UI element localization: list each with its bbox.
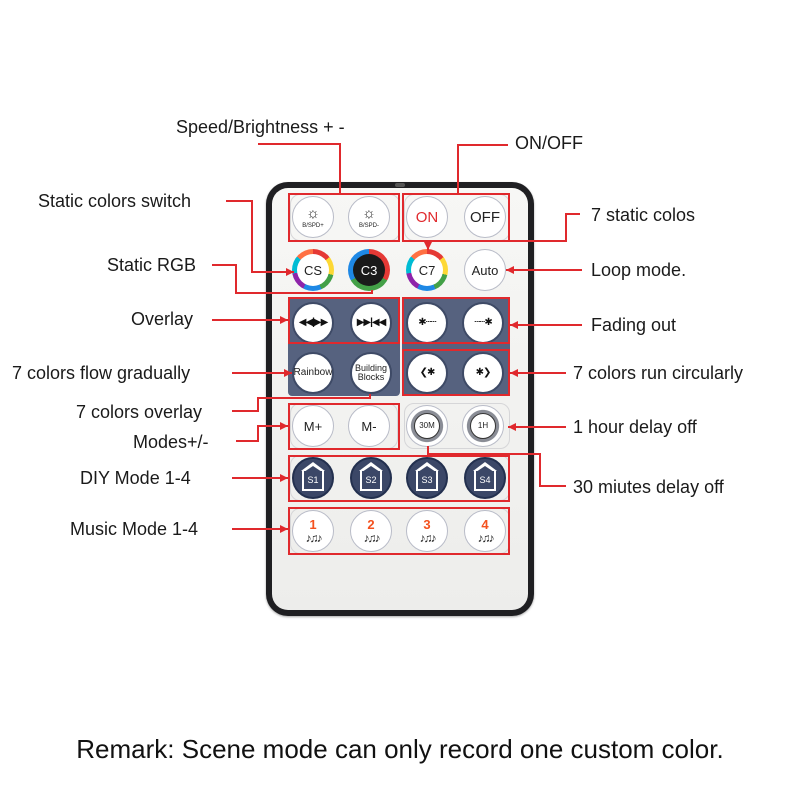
label-on-off: ON/OFF (515, 133, 583, 153)
label-modes: Modes+/- (133, 432, 209, 452)
timer-1h-icon: 1H (470, 413, 496, 439)
c3-label: C3 (353, 254, 385, 286)
overlay-button-1[interactable]: ◀◀|▶▶ (292, 302, 334, 344)
sun-plus-icon: ☼ (306, 204, 320, 222)
cs-label: CS (297, 254, 329, 286)
run-right-icon: ✱❯ (475, 367, 492, 378)
speed-brightness-plus-button[interactable]: ☼ B/SPD+ (292, 196, 334, 238)
cs-static-color-button[interactable]: CS (292, 249, 334, 291)
callout-box-run (402, 349, 510, 396)
house-icon: S2 (359, 462, 383, 491)
label-static-rgb: Static RGB (107, 255, 197, 275)
timer-30m-label: 30M (419, 421, 435, 430)
rainbow-button[interactable]: Rainbow (292, 352, 334, 394)
callout-box-fading (402, 297, 510, 344)
label-music-mode: Music Mode 1-4 (70, 519, 199, 539)
music-notes-icon: ♪♫♪ (419, 531, 437, 545)
music-mode-1-button[interactable]: 1 ♪♫♪ (292, 510, 334, 552)
label-diy-mode: DIY Mode 1-4 (80, 468, 191, 488)
label-seven-static-colos: 7 static colos (591, 205, 696, 225)
speed-minus-caption: B/SPD- (358, 222, 379, 229)
mode-plus-label: M+ (303, 418, 323, 434)
speed-brightness-minus-button[interactable]: ☼ B/SPD- (348, 196, 390, 238)
label-static-colors-switch: Static colors switch (38, 191, 192, 211)
c7-static-colors-button[interactable]: C7 (406, 249, 448, 291)
c7-label: C7 (411, 254, 443, 286)
mode-minus-label: M- (361, 418, 377, 434)
building-label: Building (354, 362, 388, 373)
music-notes-icon: ♪♫♪ (305, 531, 323, 545)
music-1-label: 1 (309, 517, 317, 532)
label-fading-out: Fading out (591, 315, 677, 335)
blocks-label: Blocks (357, 372, 385, 382)
fade-out-button-2[interactable]: ┄┄✱ (462, 302, 504, 344)
diy-2-label: S2 (365, 474, 377, 485)
callout-box-diy (288, 455, 510, 502)
label-seven-colors-flow: 7 colors flow gradually (12, 363, 191, 383)
music-4-label: 4 (481, 517, 489, 532)
remark-text: Remark: Scene mode can only record one c… (76, 734, 724, 764)
overlay-out-icon: ▶▶|◀◀ (356, 317, 387, 328)
callout-box-music (288, 507, 510, 555)
mode-minus-button[interactable]: M- (348, 405, 390, 447)
label-speed-brightness: Speed/Brightness + - (176, 117, 345, 137)
speed-plus-caption: B/SPD+ (302, 222, 324, 229)
diy-mode-2-button[interactable]: S2 (350, 457, 392, 499)
music-mode-4-button[interactable]: 4 ♪♫♪ (464, 510, 506, 552)
music-mode-3-button[interactable]: 3 ♪♫♪ (406, 510, 448, 552)
rainbow-label: Rainbow (293, 367, 333, 378)
music-2-label: 2 (367, 517, 375, 532)
auto-loop-button[interactable]: Auto (464, 249, 506, 291)
ir-emitter (395, 183, 405, 187)
label-loop-mode: Loop mode. (591, 260, 687, 280)
c3-static-rgb-button[interactable]: C3 (348, 249, 390, 291)
run-left-icon: ❮✱ (419, 367, 436, 378)
diy-mode-1-button[interactable]: S1 (292, 457, 334, 499)
building-blocks-button[interactable]: Building Blocks (350, 352, 392, 394)
timer-1h-button[interactable]: 1H (462, 405, 504, 447)
callout-box-on-off (402, 193, 510, 242)
label-seven-colors-overlay: 7 colors overlay (76, 402, 203, 422)
callout-box-speed (288, 193, 400, 242)
auto-label: Auto (471, 262, 499, 278)
diy-3-label: S3 (421, 474, 433, 485)
diy-1-label: S1 (307, 474, 319, 485)
label-seven-colors-run: 7 colors run circularly (573, 363, 744, 383)
music-3-label: 3 (423, 517, 431, 532)
fade-right-icon: ┄┄✱ (474, 317, 492, 328)
callout-box-modes (288, 403, 400, 450)
timer-30m-button[interactable]: 30M (406, 405, 448, 447)
run-circular-button-2[interactable]: ✱❯ (462, 352, 504, 394)
run-circular-button-1[interactable]: ❮✱ (406, 352, 448, 394)
label-thirty-min-delay: 30 miutes delay off (573, 477, 724, 497)
callout-box-overlay (288, 297, 400, 344)
overlay-in-icon: ◀◀|▶▶ (298, 317, 329, 328)
fade-left-icon: ✱┄┄ (418, 317, 436, 328)
music-notes-icon: ♪♫♪ (477, 531, 495, 545)
house-icon: S1 (301, 462, 325, 491)
sun-minus-icon: ☼ (362, 204, 376, 222)
music-mode-2-button[interactable]: 2 ♪♫♪ (350, 510, 392, 552)
label-overlay: Overlay (131, 309, 194, 329)
timer-30m-icon: 30M (414, 413, 440, 439)
timer-1h-label: 1H (477, 421, 489, 430)
label-one-hour-delay: 1 hour delay off (573, 417, 697, 437)
music-notes-icon: ♪♫♪ (363, 531, 381, 545)
